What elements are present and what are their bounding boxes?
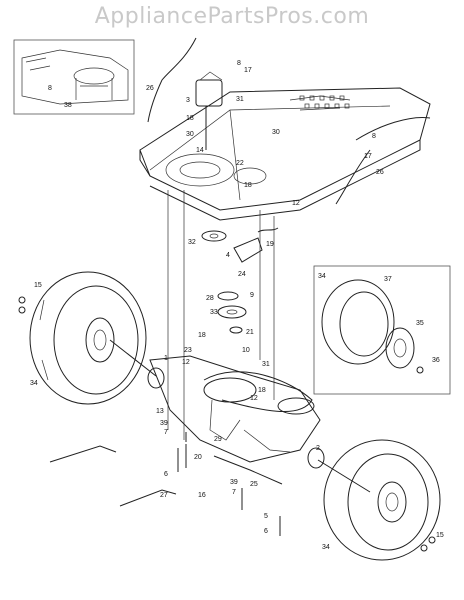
left-axle	[109, 339, 157, 377]
callout-35: 35	[416, 320, 424, 327]
callout-26: 26	[376, 169, 384, 176]
callout-8: 8	[48, 85, 52, 92]
callout-18: 18	[198, 332, 206, 339]
callout-labels: 8 38 26 8 17 3 31 18 30 14 30 8 17 22 18…	[30, 60, 444, 551]
bypass-rod-left	[49, 445, 117, 463]
callout-8: 8	[237, 60, 241, 67]
watermark: AppliancePartsPros.com	[94, 4, 370, 29]
inset-detail-top-left	[13, 39, 135, 115]
callout-33: 33	[210, 309, 218, 316]
callout-12: 12	[292, 200, 300, 207]
callout-17: 17	[244, 67, 252, 74]
callout-21: 21	[246, 329, 254, 336]
callout-19: 19	[266, 241, 274, 248]
callout-34: 34	[318, 273, 326, 280]
callout-1: 1	[164, 355, 168, 362]
left-hub	[147, 367, 165, 389]
callout-23: 23	[184, 347, 192, 354]
callout-16: 16	[198, 492, 206, 499]
left-rear-wheel	[29, 271, 147, 405]
callout-18: 18	[258, 387, 266, 394]
callout-7: 7	[232, 489, 236, 496]
callout-39: 39	[160, 420, 168, 427]
callout-8: 8	[372, 133, 376, 140]
right-axle	[317, 459, 371, 493]
callout-28: 28	[206, 295, 214, 302]
callout-39: 39	[230, 479, 238, 486]
callout-24: 24	[238, 271, 246, 278]
callout-30: 30	[186, 131, 194, 138]
callout-6: 6	[164, 471, 168, 478]
callout-29: 29	[214, 436, 222, 443]
callout-2: 2	[316, 445, 320, 452]
callout-38: 38	[64, 102, 72, 109]
callout-26: 26	[146, 85, 154, 92]
callout-37: 37	[384, 276, 392, 283]
reference-lines	[167, 190, 275, 440]
chassis-frame	[139, 87, 431, 221]
callout-27: 27	[160, 492, 168, 499]
right-rear-wheel	[323, 439, 441, 561]
callout-17: 17	[364, 153, 372, 160]
callout-30: 30	[272, 129, 280, 136]
callout-15: 15	[436, 532, 444, 539]
lug-nuts-left	[18, 296, 26, 314]
transaxle-assembly	[149, 355, 321, 463]
callout-20: 20	[194, 454, 202, 461]
callout-14: 14	[196, 147, 204, 154]
callout-12: 12	[182, 359, 190, 366]
callout-31: 31	[262, 361, 270, 368]
center-pulley-stack	[217, 291, 247, 334]
callout-15: 15	[34, 282, 42, 289]
callout-12: 12	[250, 395, 258, 402]
callout-6: 6	[264, 528, 268, 535]
callout-31: 31	[236, 96, 244, 103]
control-cable-right	[335, 116, 431, 205]
callout-22: 22	[236, 160, 244, 167]
bypass-rod-center	[213, 455, 283, 485]
callout-9: 9	[250, 292, 254, 299]
control-cable-left	[147, 37, 197, 123]
idler-pulley-assembly	[201, 227, 279, 263]
callout-13: 13	[156, 408, 164, 415]
callout-25: 25	[250, 481, 258, 488]
lug-nuts-right	[420, 536, 436, 552]
callout-10: 10	[242, 347, 250, 354]
callout-18: 18	[244, 182, 252, 189]
right-hub	[307, 447, 325, 469]
callout-36: 36	[432, 357, 440, 364]
callout-5: 5	[264, 513, 268, 520]
mounting-pins	[177, 432, 281, 536]
callout-18: 18	[186, 115, 194, 122]
callout-7: 7	[164, 429, 168, 436]
callout-3: 3	[186, 97, 190, 104]
bypass-rod-lower	[119, 489, 177, 507]
inset-detail-wheel	[313, 265, 451, 395]
callout-34: 34	[322, 544, 330, 551]
frame-vent-holes	[299, 95, 350, 109]
callout-4: 4	[226, 252, 230, 259]
callout-32: 32	[188, 239, 196, 246]
bypass-lever-assembly	[195, 71, 223, 150]
callout-34: 34	[30, 380, 38, 387]
